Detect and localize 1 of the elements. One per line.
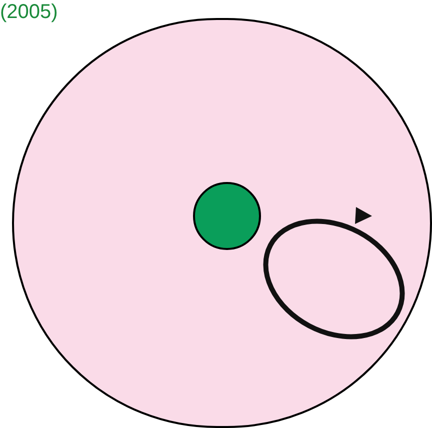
year-label: (2005) [0, 0, 58, 24]
